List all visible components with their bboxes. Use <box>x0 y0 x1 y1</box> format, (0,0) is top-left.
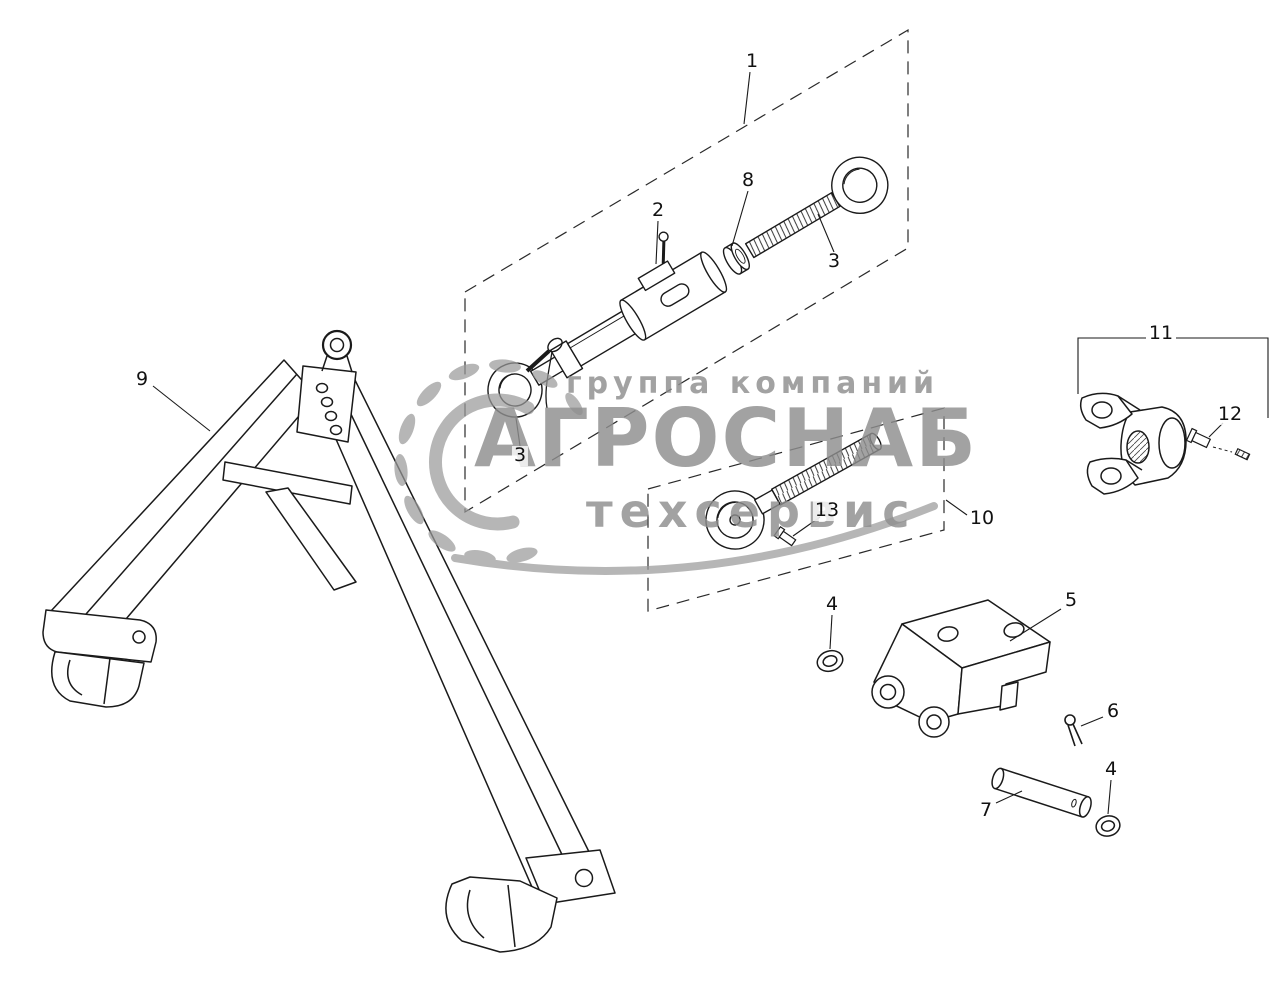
callout-8: 8 <box>739 169 757 192</box>
callout-11: 11 <box>1146 322 1176 345</box>
callout-6: 6 <box>1104 700 1122 723</box>
callout-9: 9 <box>133 368 151 391</box>
laurel-wreath-logo <box>394 359 938 575</box>
washer-4-right <box>1095 815 1121 837</box>
apex-plate <box>296 365 357 443</box>
right-foot <box>445 849 616 953</box>
left-foot <box>42 609 157 708</box>
tie-rod-assembly <box>705 432 882 550</box>
callout-4-left: 4 <box>823 593 841 616</box>
bolt-13 <box>773 525 797 547</box>
bracket-assembly <box>816 599 1121 837</box>
lifting-eye <box>321 329 353 373</box>
leader-lines <box>152 71 1269 815</box>
watermark-line-brand: АГРОСНАБ <box>474 392 979 485</box>
callout-12: 12 <box>1215 403 1245 426</box>
callout-3-upper: 3 <box>825 250 843 273</box>
callout-5: 5 <box>1062 589 1080 612</box>
watermark-line-company-group: группа компаний <box>566 366 940 401</box>
dashed-box-top-link <box>464 28 909 514</box>
callout-1: 1 <box>743 50 761 73</box>
washer-4-left <box>816 649 844 673</box>
dashed-box-tie-rod <box>647 407 945 612</box>
watermark-line-techservice: техсервис <box>586 484 917 538</box>
a-frame <box>42 329 616 953</box>
callout-10: 10 <box>967 507 997 530</box>
callout-3-lower: 3 <box>511 444 529 467</box>
screw-12 <box>1185 427 1251 461</box>
top-link-assembly <box>487 156 889 418</box>
cotter-pin-6 <box>1064 714 1083 747</box>
callout-2: 2 <box>649 199 667 222</box>
callout-13: 13 <box>812 499 842 522</box>
pin-7 <box>991 767 1092 818</box>
callout-7: 7 <box>977 799 995 822</box>
callout-4-right: 4 <box>1102 758 1120 781</box>
yoke <box>1079 392 1187 495</box>
